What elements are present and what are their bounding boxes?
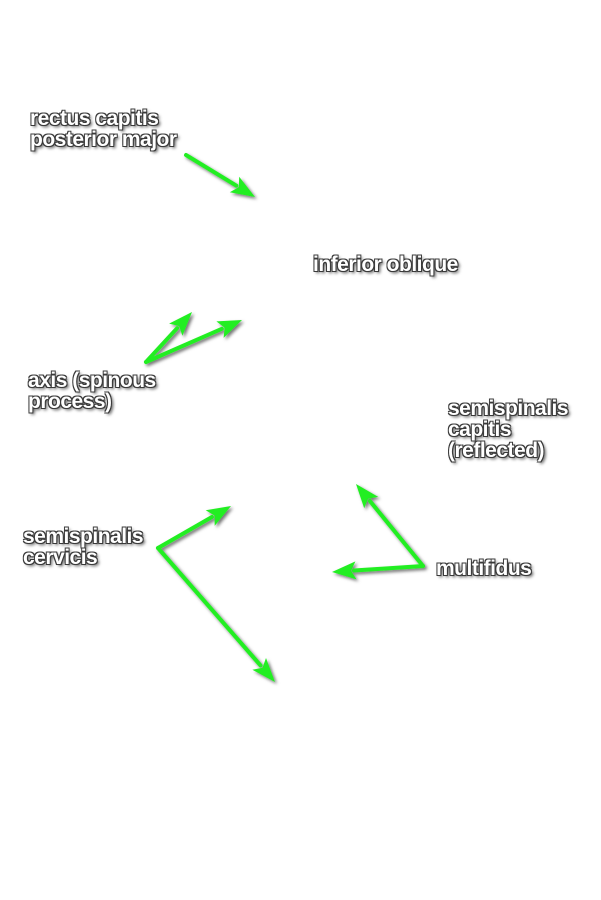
arrow-axis-upper bbox=[144, 312, 192, 364]
label-inferior-oblique: inferior oblique bbox=[313, 253, 458, 276]
label-semispinalis-cervicis: semispinalis cervicis bbox=[23, 525, 144, 569]
arrow-multifidus-up-head bbox=[356, 484, 379, 509]
label-rectus-capitis-posterior-major: rectus capitis posterior major bbox=[30, 107, 177, 151]
arrow-rectus-capitis-head bbox=[229, 176, 255, 197]
arrow-axis-upper-head bbox=[169, 312, 192, 336]
arrow-rectus-capitis-shaft bbox=[184, 153, 239, 188]
arrow-cervicis-lower bbox=[156, 546, 275, 682]
arrow-cervicis-lower-shaft bbox=[156, 546, 263, 668]
arrow-multifidus-up bbox=[356, 484, 425, 568]
arrow-cervicis-lower-head bbox=[252, 658, 275, 682]
label-semispinalis-capitis: semispinalis capitis (reflected) bbox=[448, 397, 569, 462]
label-axis-spinous-process: axis (spinous process) bbox=[28, 369, 156, 413]
arrow-axis-lower-shaft bbox=[144, 326, 224, 364]
arrow-axis-lower-head bbox=[216, 320, 242, 338]
arrow-cervicis-upper-shaft bbox=[156, 514, 214, 550]
arrow-multifidus-up-shaft bbox=[367, 499, 425, 568]
arrow-rectus-capitis bbox=[184, 153, 255, 197]
label-multifidus: multifidus bbox=[436, 557, 532, 580]
arrow-multifidus-left bbox=[332, 561, 425, 580]
arrow-multifidus-left-head bbox=[332, 561, 357, 580]
arrow-multifidus-left-shaft bbox=[351, 564, 425, 573]
arrow-axis-lower bbox=[144, 320, 242, 364]
arrow-cervicis-upper-head bbox=[205, 506, 231, 526]
arrow-cervicis-upper bbox=[156, 506, 231, 550]
arrow-axis-upper-shaft bbox=[144, 326, 180, 364]
